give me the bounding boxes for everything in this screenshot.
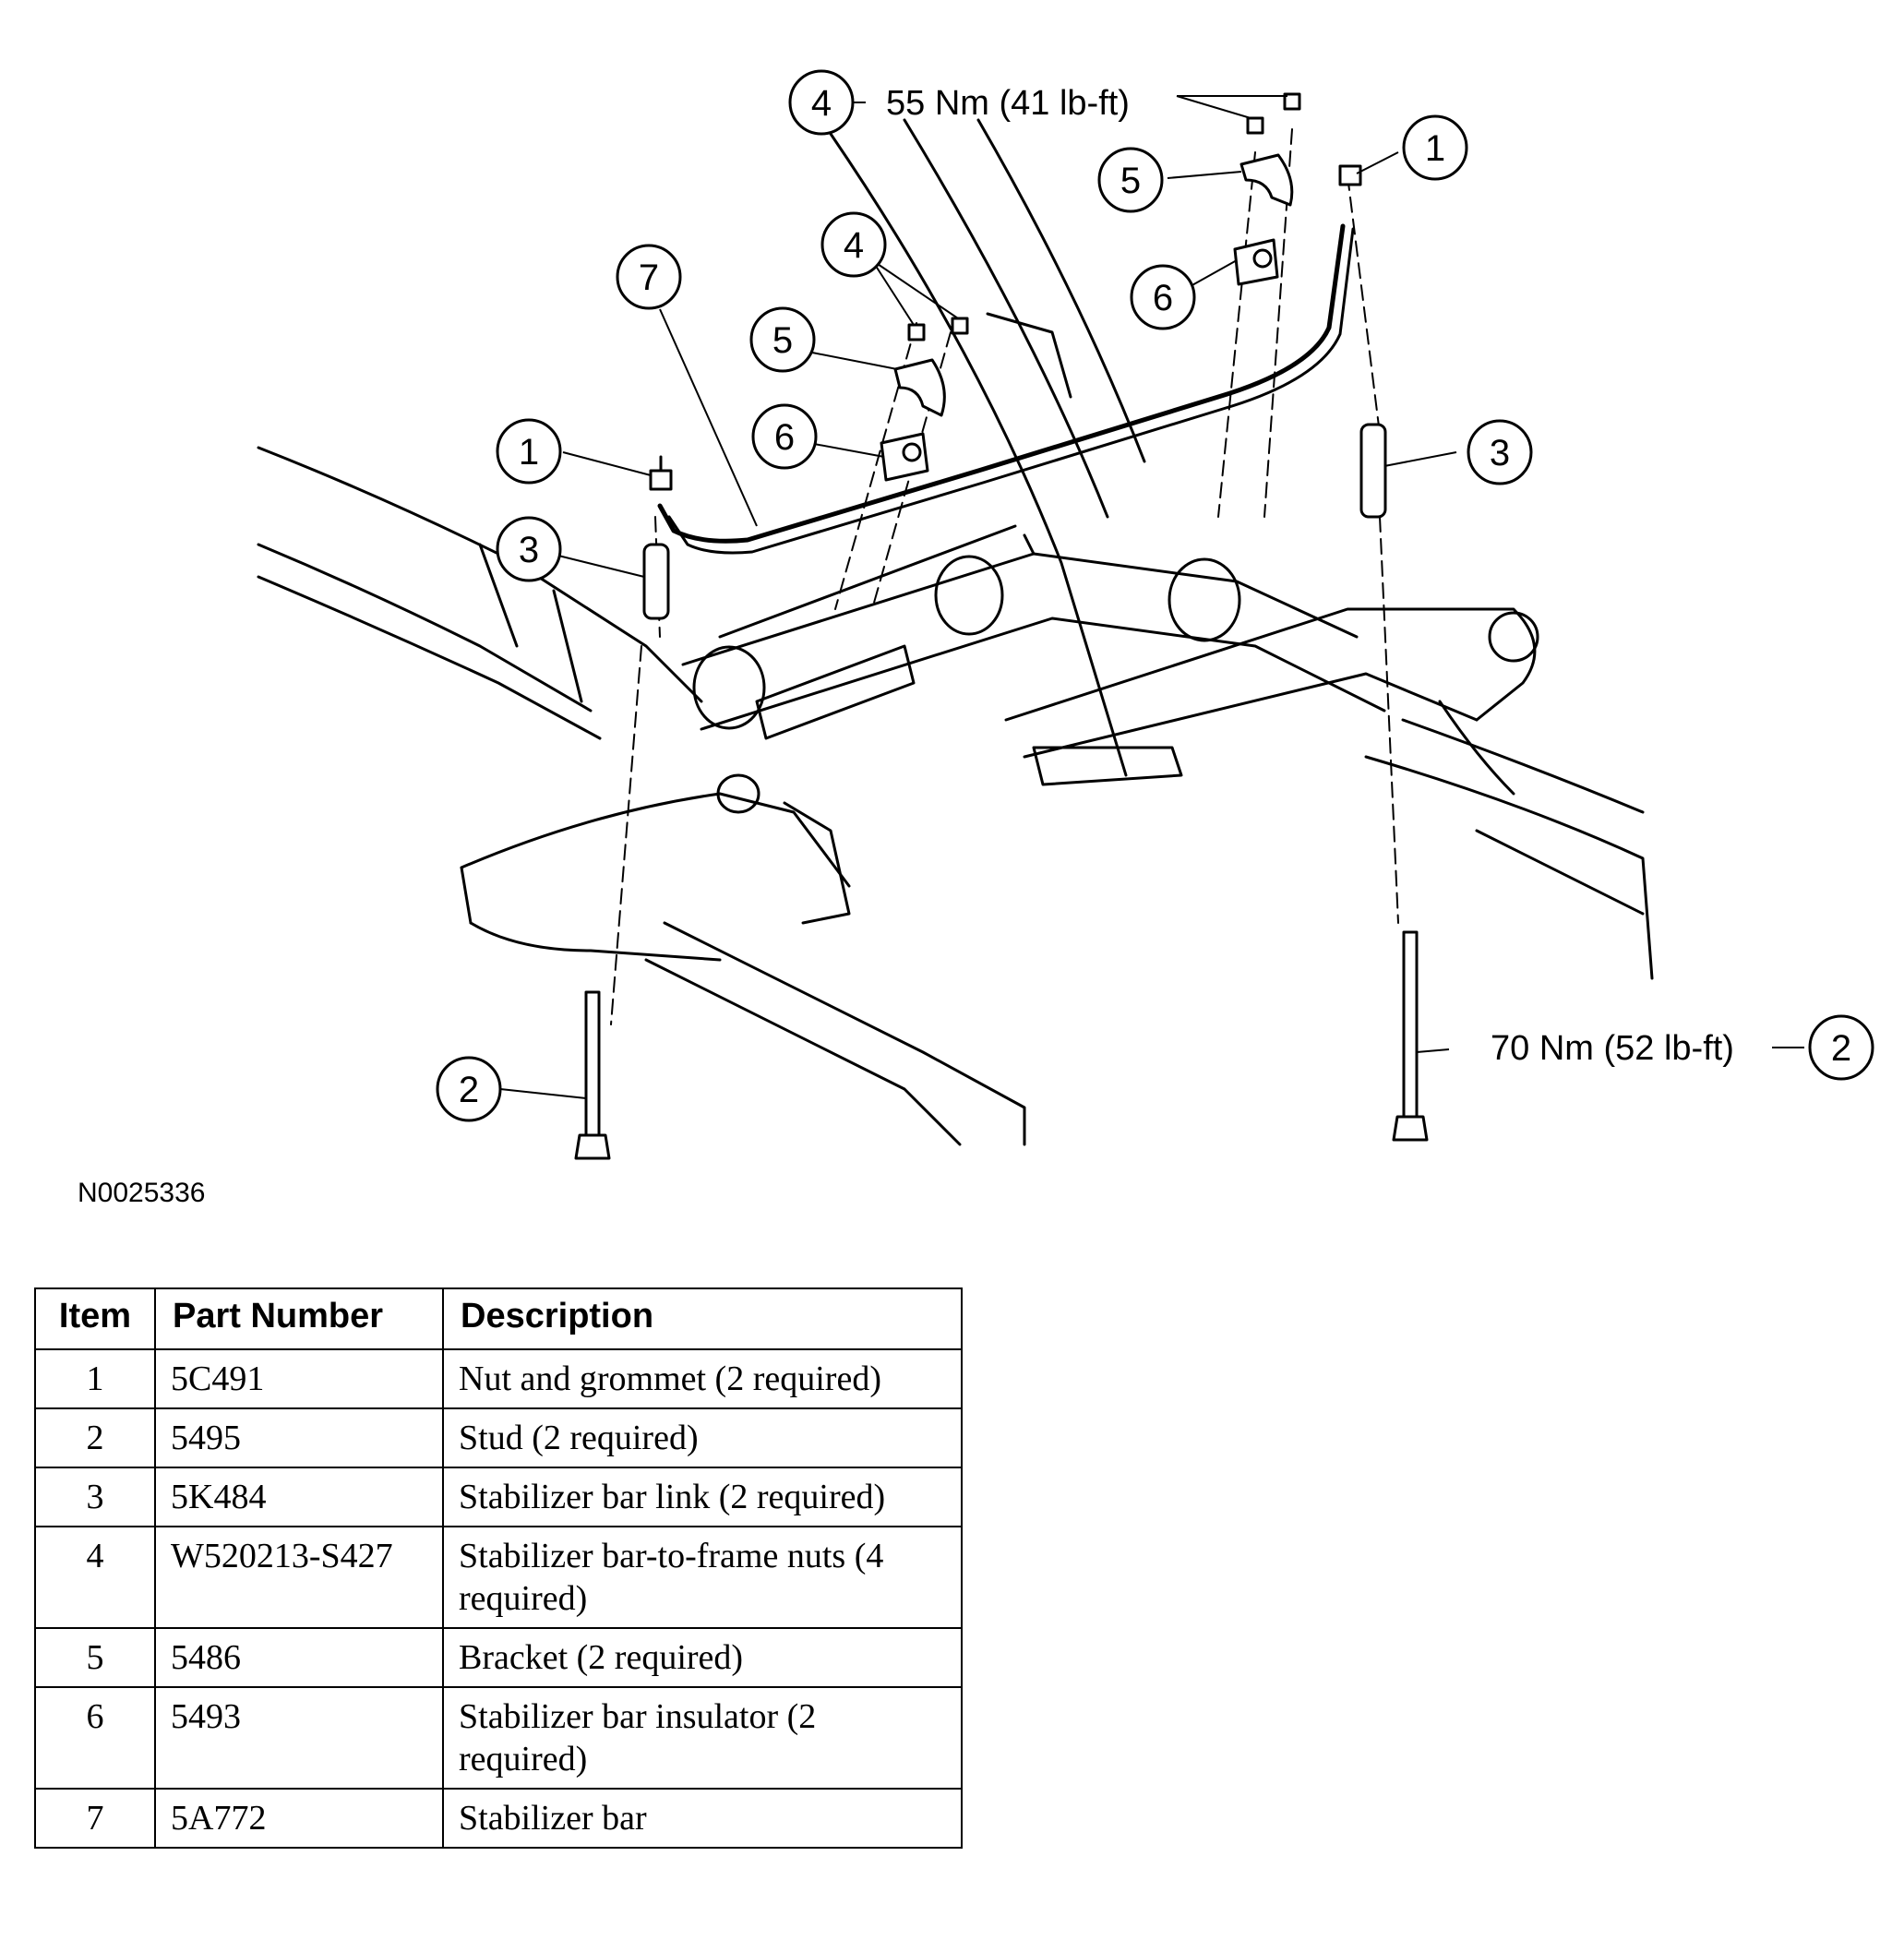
link-left [642,543,670,620]
callout-4-top-label: 4 [811,83,832,124]
frame-nuts-mid [907,317,969,341]
callout-1-right-label: 1 [1425,128,1445,169]
callout-3-left-label: 3 [519,530,539,570]
row-description: Bracket (2 required) [442,1627,963,1688]
row-item: 7 [34,1788,156,1849]
row-part-number: 5486 [154,1627,444,1688]
callout-3-right [1467,419,1533,485]
header-description: Description [442,1287,963,1350]
callout-5-top-label: 5 [1120,161,1141,201]
frame-nuts-top [1246,92,1301,135]
callout-6-mid-label: 6 [774,417,795,458]
row-item: 6 [34,1686,156,1790]
row-part-number: 5495 [154,1407,444,1468]
table-row: 2 5495 Stud (2 required) [34,1407,963,1468]
insulator-mid [880,432,929,482]
suspension-exploded-diagram: 4 5 6 1 3 2 7 4 5 6 1 3 2 55 Nm (41 lb-f… [257,69,1874,1160]
callout-4-top [788,69,855,136]
nut-torque-spec: 55 Nm (41 lb-ft) [886,84,1130,123]
callout-7 [616,244,682,310]
callout-5-top [1097,147,1164,213]
link-right [1359,423,1387,519]
stud-torque-spec: 70 Nm (52 lb-ft) [1491,1029,1734,1068]
callout-3-left [496,516,562,582]
parts-table: Item Part Number Description 1 5C491 Nut… [34,1287,963,1849]
callout-2-left-label: 2 [459,1070,479,1110]
callout-2-right [1808,1014,1874,1081]
table-row: 4 W520213-S427 Stabilizer bar-to-frame n… [34,1526,963,1629]
right-lower-control-arm [1004,607,1539,796]
row-description: Stabilizer bar link (2 required) [442,1467,963,1527]
bracket-mid [893,358,946,417]
row-item: 5 [34,1627,156,1688]
row-item: 2 [34,1407,156,1468]
stabilizer-bar [657,223,1355,555]
callout-1-left [496,418,562,485]
figure-id: N0025336 [78,1178,206,1208]
row-description: Nut and grommet (2 required) [442,1348,963,1409]
crossmember [681,524,1386,786]
table-header-row: Item Part Number Description [34,1287,963,1350]
row-description: Stabilizer bar [442,1788,963,1849]
callout-2-left [436,1056,502,1122]
table-row: 5 5486 Bracket (2 required) [34,1627,963,1688]
row-description: Stabilizer bar insulator (2 required) [442,1686,963,1790]
assembly-lines [610,128,1399,1025]
callout-2-right-label: 2 [1831,1028,1851,1069]
nut-grommet-right [1338,164,1362,186]
stud-left [574,990,611,1160]
bracket-top [1239,153,1294,207]
row-item: 4 [34,1526,156,1629]
callout-4-mid-label: 4 [844,225,864,266]
nut-grommet-left [649,455,673,491]
callout-3-right-label: 3 [1490,433,1510,473]
table-row: 3 5K484 Stabilizer bar link (2 required) [34,1467,963,1527]
row-part-number: 5K484 [154,1467,444,1527]
callout-1-right [1402,114,1468,181]
row-part-number: 5C491 [154,1348,444,1409]
stud-right [1392,930,1429,1142]
row-part-number: 5A772 [154,1788,444,1849]
header-item: Item [34,1287,156,1350]
row-part-number: 5493 [154,1686,444,1790]
callout-6-mid [751,403,818,470]
callout-1-left-label: 1 [519,432,539,473]
header-part-number: Part Number [154,1287,444,1350]
table-row: 6 5493 Stabilizer bar insulator (2 requi… [34,1686,963,1790]
row-part-number: W520213-S427 [154,1526,444,1629]
callout-4-mid [820,211,887,278]
frame-vertical-member [829,118,1146,777]
row-item: 3 [34,1467,156,1527]
callout-5-mid [749,306,816,373]
callout-6-top-label: 6 [1153,278,1173,318]
callout-5-mid-label: 5 [772,320,793,361]
table-row: 1 5C491 Nut and grommet (2 required) [34,1348,963,1409]
left-lower-control-arm [460,773,1026,1146]
row-description: Stabilizer bar-to-frame nuts (4 required… [442,1526,963,1629]
row-item: 1 [34,1348,156,1409]
right-frame-rail [1364,718,1654,980]
callout-6-top [1130,264,1196,330]
leader-lines [499,95,1804,1099]
table-row: 7 5A772 Stabilizer bar [34,1788,963,1849]
insulator-top [1233,238,1279,286]
callout-7-label: 7 [639,257,659,298]
row-description: Stud (2 required) [442,1407,963,1468]
left-frame-rail [257,446,703,740]
